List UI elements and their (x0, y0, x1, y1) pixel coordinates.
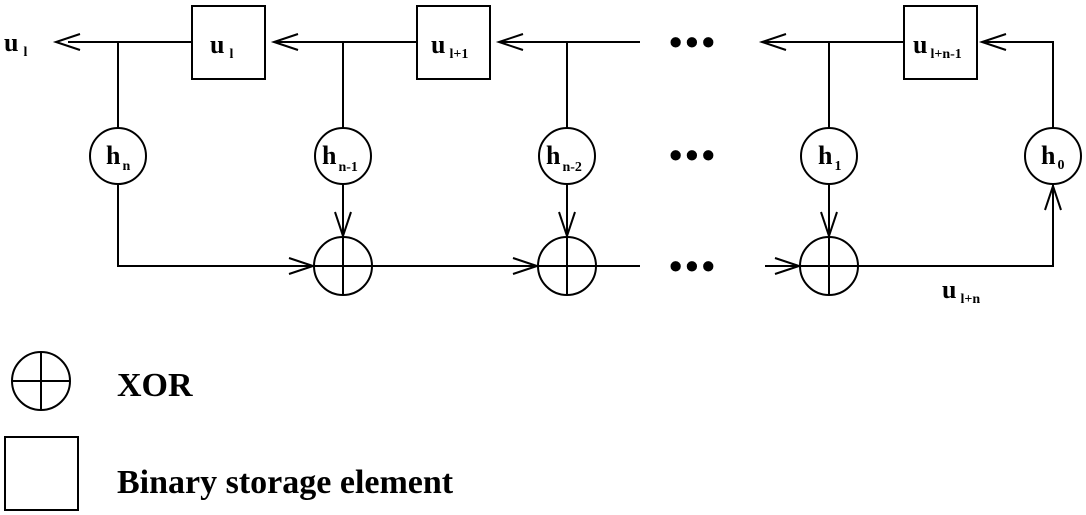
top-line (68, 41, 1054, 128)
legend-xor-label: XOR (117, 367, 193, 404)
svg-text:h0: h0 (1041, 141, 1064, 173)
top-arrowheads (52, 33, 1007, 51)
tap-verticals (117, 42, 830, 128)
legend-storage: Binary storage element (4, 436, 454, 511)
svg-text:hn-1: hn-1 (322, 141, 358, 175)
ellipsis-middle: ••• (669, 135, 718, 177)
bottom-arrowheads (288, 182, 1062, 275)
xor-3 (799, 236, 859, 296)
svg-text:ul+1: ul+1 (431, 30, 468, 62)
svg-text:ul: ul (210, 30, 233, 62)
legend-xor: XOR (11, 351, 193, 411)
svg-text:h1: h1 (818, 141, 841, 174)
svg-text:hn-2: hn-2 (546, 141, 582, 175)
svg-text:hn: hn (106, 141, 130, 174)
tap-down-lines (334, 184, 838, 240)
legend-storage-label: Binary storage element (117, 464, 454, 501)
bottom-line (372, 184, 1054, 267)
svg-text:ul+n-1: ul+n-1 (913, 30, 962, 62)
xor-2 (537, 236, 597, 296)
ellipsis-top: ••• (669, 22, 718, 64)
xor-1 (313, 236, 373, 296)
ellipsis-bottom: ••• (669, 246, 718, 288)
h-n-to-xor (117, 184, 313, 267)
